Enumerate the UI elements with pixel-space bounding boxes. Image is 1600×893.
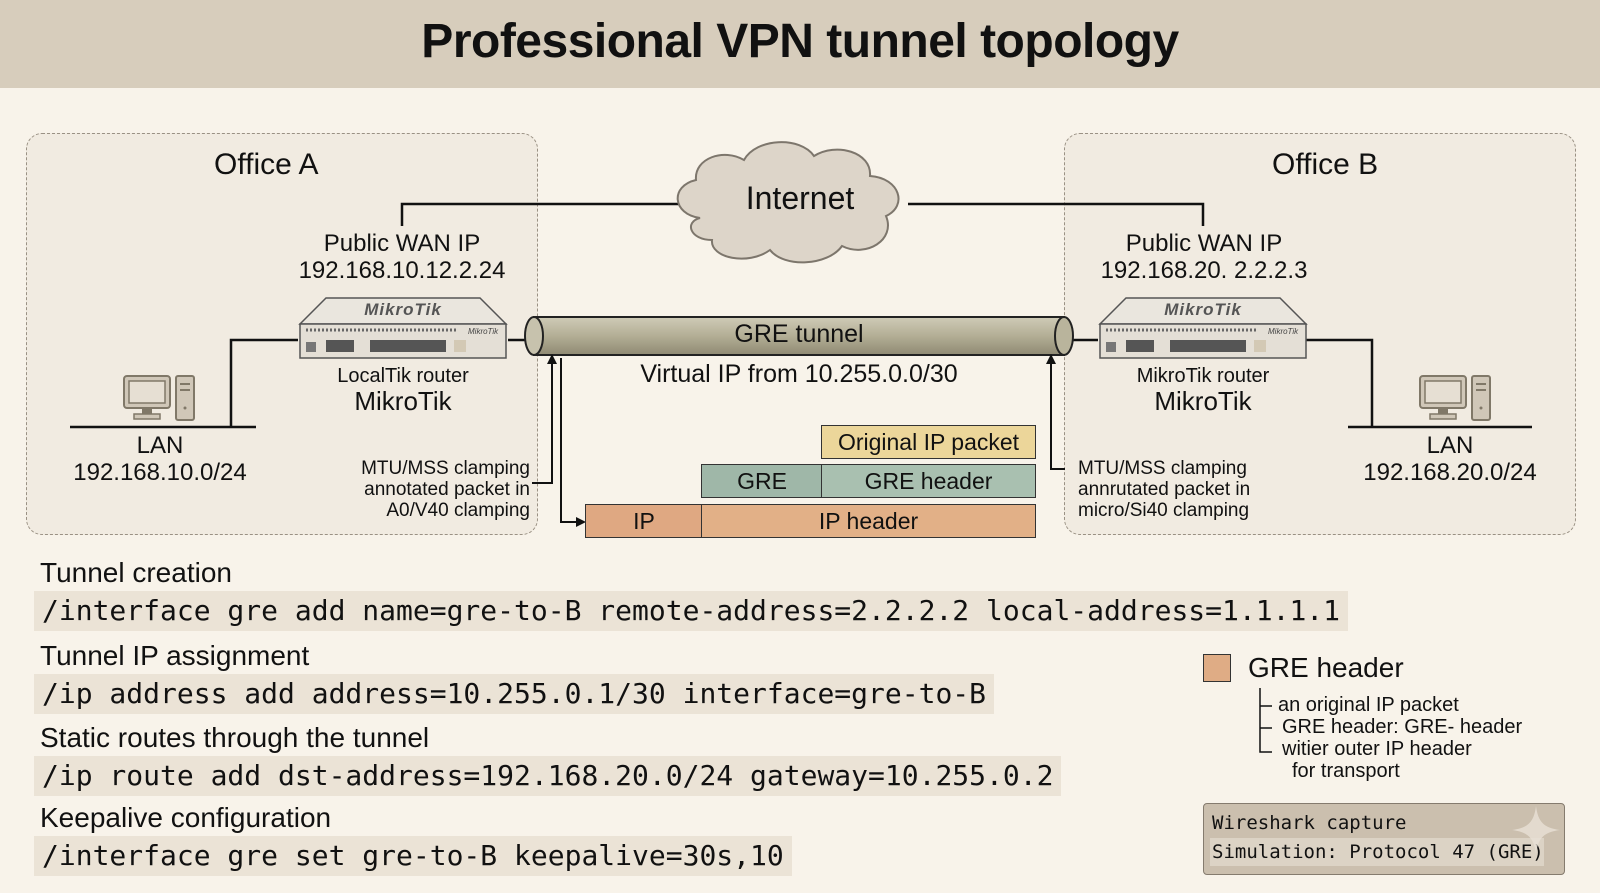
svg-text:MikroTik: MikroTik — [1268, 327, 1299, 336]
page-title: Professional VPN tunnel topology — [421, 15, 1179, 68]
lan-subnet: 192.168.10.0/24 — [73, 459, 247, 486]
sparkle-icon — [1512, 806, 1560, 854]
wireshark-title: Wireshark capture — [1212, 812, 1407, 834]
config-command[interactable]: /interface gre set gre-to-B keepalive=30… — [34, 836, 792, 876]
tunnel-virtual-ip: Virtual IP from 10.255.0.0/30 — [640, 360, 958, 388]
router-b-logo: MikroTik — [1164, 300, 1242, 319]
computer-b-icon — [1419, 375, 1491, 421]
legend-item: witier outer IP header — [1282, 738, 1472, 760]
lan-subnet: 192.168.20.0/24 — [1363, 459, 1537, 486]
router-b[interactable]: MikroTik MikroTik — [1098, 296, 1308, 362]
router-brand: MikroTik — [1154, 386, 1252, 416]
wan-ip: 192.168.10.12.2.24 — [298, 257, 506, 284]
mtu-note-line: micro/Si40 clamping — [1078, 500, 1250, 521]
legend-item: an original IP packet — [1278, 694, 1459, 716]
office-b-lan: LAN 192.168.20.0/24 — [1340, 432, 1560, 486]
cloud-icon — [676, 141, 900, 264]
mtu-note-line: MTU/MSS clamping — [361, 458, 530, 479]
wan-label: Public WAN IP — [323, 230, 481, 257]
router-name: LocalTik router — [337, 365, 469, 387]
office-b-title: Office B — [1272, 148, 1379, 181]
router-a-logo: MikroTik — [364, 300, 442, 319]
lan-label: LAN — [1426, 432, 1474, 459]
router-a-icon: MikroTik — [298, 297, 508, 359]
legend-swatch — [1203, 654, 1231, 682]
office-b-wan: Public WAN IP 192.168.20. 2.2.2.3 — [1082, 230, 1326, 284]
office-b-mtu-note: MTU/MSS clamping annrutated packet in mi… — [1078, 458, 1278, 521]
wireshark-detail: Simulation: Protocol 47 (GRE) — [1210, 838, 1544, 866]
legend-item: for transport — [1292, 760, 1400, 782]
office-a-mtu-note: MTU/MSS clamping annotated packet in A0/… — [330, 458, 530, 521]
config-command[interactable]: /ip address add address=10.255.0.1/30 in… — [34, 674, 995, 714]
wan-ip: 192.168.20. 2.2.2.3 — [1100, 257, 1308, 284]
wan-link-a — [400, 202, 682, 226]
packet-ip-header: IP header — [701, 504, 1036, 538]
router-b-icon: MikroTik — [1098, 297, 1308, 359]
mtu-note-line: annrutated packet in — [1078, 479, 1251, 500]
packet-gre: GRE — [701, 464, 823, 498]
office-a-title: Office A — [214, 148, 319, 181]
lan-b-link — [1305, 338, 1374, 427]
title-bar: Professional VPN tunnel topology — [0, 0, 1600, 88]
lan-label: LAN — [136, 432, 184, 459]
config-title: Static routes through the tunnel — [40, 722, 430, 753]
mtu-note-line: MTU/MSS clamping — [1078, 458, 1247, 479]
gre-tunnel-pipe — [524, 316, 1074, 356]
legend-item: GRE header: GRE- header — [1282, 716, 1523, 738]
config-title: Tunnel creation — [40, 557, 232, 588]
lan-a-link — [229, 338, 298, 427]
wan-label: Public WAN IP — [1125, 230, 1283, 257]
office-a-router-label: LocalTik router MikroTik — [298, 365, 508, 415]
router-name: MikroTik router — [1136, 365, 1270, 387]
router-brand: MikroTik — [354, 386, 452, 416]
internet-label: Internet — [745, 180, 855, 216]
mtu-note-line: A0/V40 clamping — [386, 500, 530, 521]
config-title: Keepalive configuration — [40, 802, 332, 833]
mtu-note-line: annotated packet in — [364, 479, 530, 500]
legend-title: GRE header — [1248, 652, 1404, 683]
wireshark-capture-box: Wireshark capture Simulation: Protocol 4… — [1203, 803, 1565, 875]
office-b-router-label: MikroTik router MikroTik — [1098, 365, 1308, 415]
office-a-wan: Public WAN IP 192.168.10.12.2.24 — [282, 230, 522, 284]
config-title: Tunnel IP assignment — [40, 640, 310, 671]
config-command[interactable]: /interface gre add name=gre-to-B remote-… — [34, 591, 1349, 631]
office-a-lan: LAN 192.168.10.0/24 — [50, 432, 270, 486]
packet-original: Original IP packet — [821, 425, 1036, 459]
computer-a-icon — [123, 375, 195, 421]
config-command[interactable]: /ip route add dst-address=192.168.20.0/2… — [34, 756, 1062, 796]
packet-ip: IP — [585, 504, 703, 538]
svg-text:MikroTik: MikroTik — [468, 327, 499, 336]
router-a[interactable]: MikroTik MikroTik — [298, 296, 508, 362]
packet-gre-header: GRE header — [821, 464, 1036, 498]
wan-link-b — [908, 202, 1205, 226]
tunnel-label: GRE tunnel — [734, 320, 864, 348]
